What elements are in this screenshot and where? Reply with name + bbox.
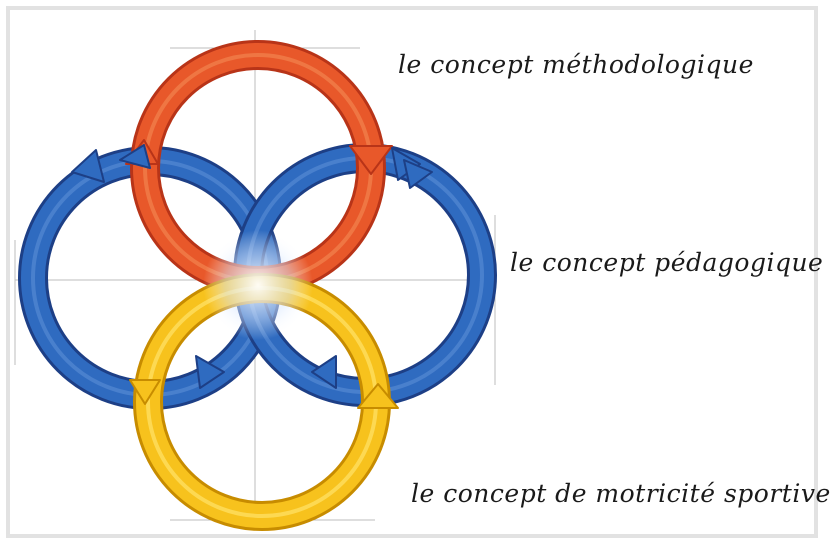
label-sport-motor-concept: le concept de motricité sportive: [411, 479, 830, 508]
center-glow: [203, 230, 313, 340]
label-pedagogical-concept: le concept pédagogique: [510, 248, 824, 277]
diagram-frame: [6, 6, 818, 538]
label-methodological-concept: le concept méthodologique: [398, 50, 754, 79]
arrowhead-yellow-right: [357, 383, 399, 409]
arrowheads: [71, 139, 433, 409]
arrowhead-yellow-left: [129, 379, 161, 405]
arrowhead-blue-top-left-1: [71, 149, 105, 183]
arrowhead-red-right: [349, 145, 393, 175]
arrowhead-blue-bottom-right: [311, 355, 337, 389]
arrowhead-blue-top-left-2: [119, 144, 151, 169]
arrowhead-blue-top-right-2: [403, 159, 433, 189]
arrowhead-blue-bottom-left: [195, 355, 225, 389]
